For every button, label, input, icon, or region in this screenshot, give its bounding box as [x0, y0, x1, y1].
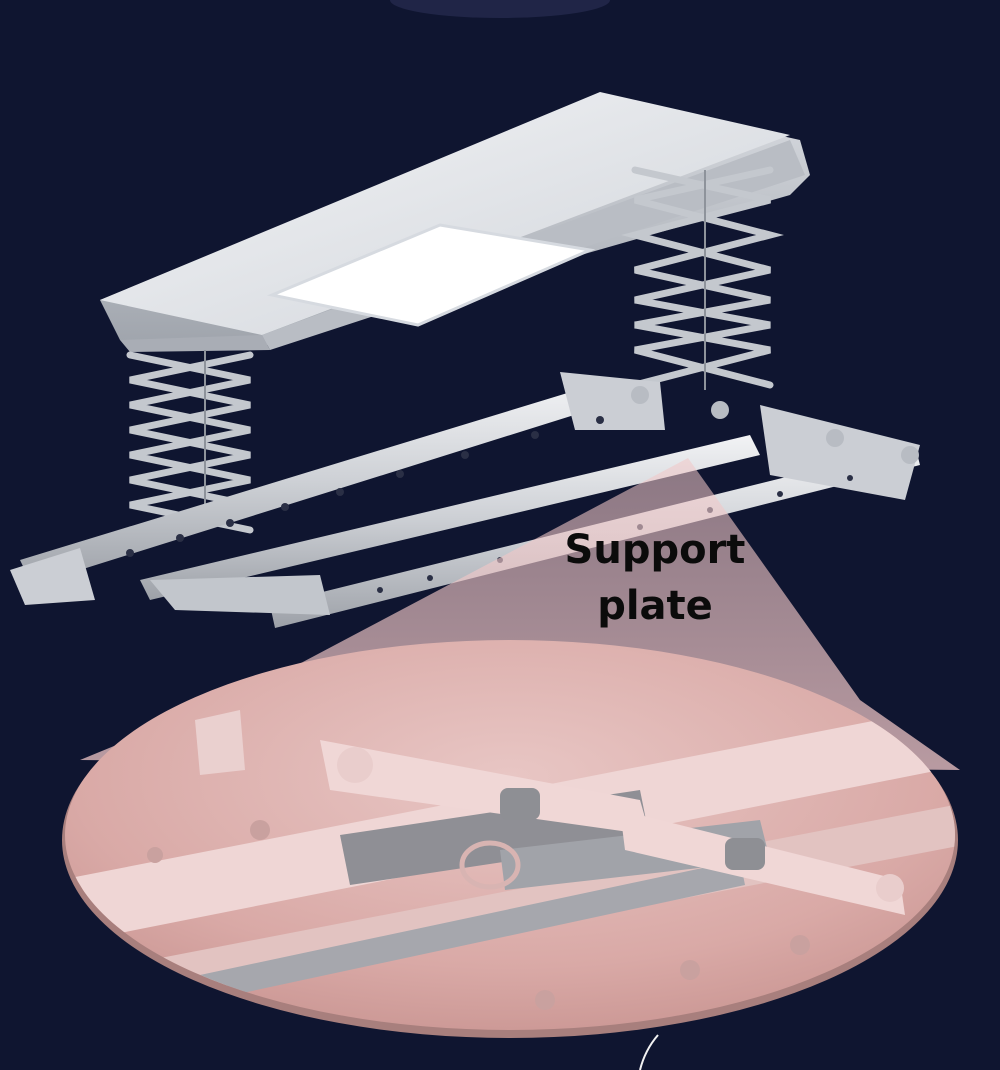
callout-line-1: Support: [564, 527, 746, 573]
pointer-line: [639, 1034, 659, 1070]
zoom-lens: [62, 640, 958, 1038]
support-plate-callout: Support plate: [520, 522, 790, 634]
callout-line-2: plate: [597, 583, 713, 629]
right-scissor-lift: [621, 166, 784, 389]
top-glow: [390, 0, 610, 18]
support-plate: [320, 740, 650, 835]
led-panel: [272, 225, 590, 325]
